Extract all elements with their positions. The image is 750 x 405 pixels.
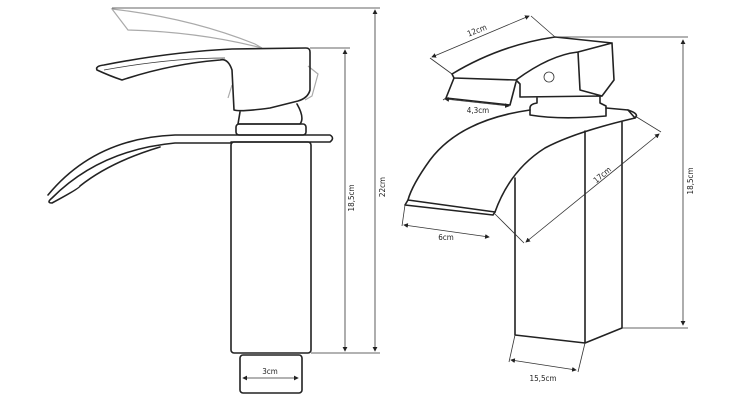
dimension-base-depth: 15,5cm [508, 334, 586, 383]
dimension-height: 18,5cm [555, 36, 695, 329]
ghost-lever [110, 8, 263, 49]
handle-screw [543, 71, 555, 83]
dimension-total-height: 22cm [112, 7, 387, 352]
dimension-body-height: 18,5cm [310, 47, 380, 354]
column [230, 141, 312, 354]
handle-front [445, 77, 517, 106]
lever-handle [95, 47, 311, 112]
dim-label-18-5cm-right: 18,5cm [686, 168, 695, 195]
perspective-view: 12cm 4,3cm 17cm 6cm 15,5cm 18 [401, 15, 695, 383]
dim-label-22cm: 22cm [378, 177, 387, 197]
collar [529, 96, 607, 119]
dim-label-3cm: 3cm [262, 367, 278, 376]
dimension-handle-length: 12cm [429, 15, 556, 75]
handle [451, 36, 615, 98]
dimension-handle-width: 4,3cm [442, 97, 510, 115]
spout-front [404, 109, 638, 216]
dim-label-18-5cm-left: 18,5cm [347, 185, 356, 212]
collar [235, 123, 307, 136]
dimension-spout-width: 6cm [401, 204, 490, 242]
dimension-base-width: 3cm [242, 367, 299, 381]
dim-label-4-3cm: 4,3cm [467, 106, 489, 115]
neck [237, 103, 303, 125]
dimension-spout-length: 17cm [494, 115, 662, 244]
dim-label-12cm: 12cm [466, 23, 488, 39]
lever-inner [103, 57, 226, 71]
base-pipe [239, 354, 303, 394]
dim-label-15-5cm: 15,5cm [530, 374, 557, 383]
column [514, 121, 623, 344]
spout [47, 134, 334, 204]
ghost-lever-back [227, 65, 319, 101]
side-view: 3cm 18,5cm 22cm [47, 7, 387, 394]
spout-top [407, 107, 636, 213]
dim-label-17cm: 17cm [592, 165, 613, 185]
dim-label-6cm: 6cm [438, 233, 454, 242]
